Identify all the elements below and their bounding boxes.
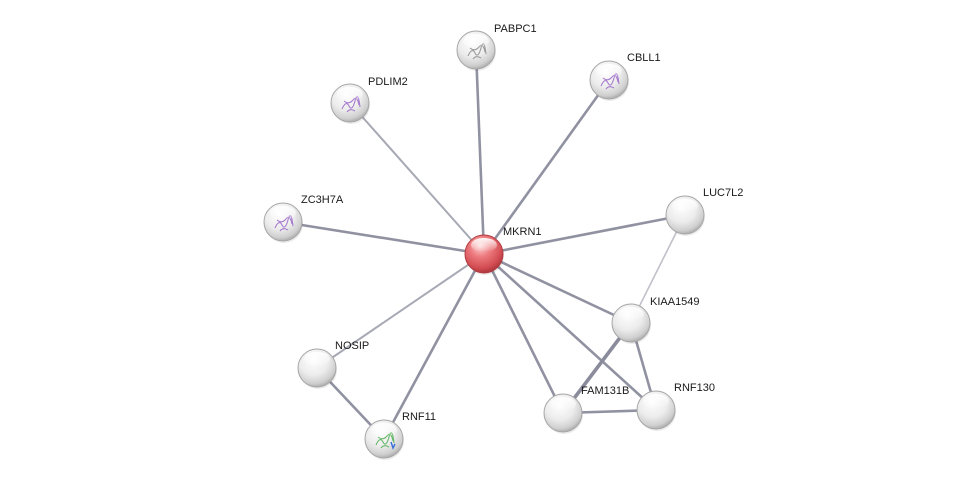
edge-mkrn1-rnf130[interactable]	[482, 252, 658, 412]
node-highlight	[463, 34, 489, 48]
green-structure-icon	[375, 432, 396, 450]
edge-mkrn1-cbll1[interactable]	[482, 78, 611, 256]
edge-mkrn1-zc3h7a[interactable]	[281, 220, 486, 256]
edge-luc7l2-kiaa1549[interactable]	[630, 214, 686, 324]
node-highlight	[371, 423, 397, 437]
edge-mkrn1-luc7l2[interactable]	[482, 213, 687, 256]
node-highlight	[304, 352, 330, 366]
edge-mkrn1-rnf11[interactable]	[382, 252, 486, 441]
node-nosip[interactable]: NOSIP	[297, 340, 369, 389]
node-label-pabpc1: PABPC1	[494, 23, 537, 35]
edge-mkrn1-kiaa1549[interactable]	[482, 252, 633, 325]
node-highlight	[550, 397, 576, 411]
edge-mkrn1-pabpc1[interactable]	[474, 48, 486, 256]
node-pdlim2[interactable]: PDLIM2	[330, 76, 408, 124]
node-highlight	[596, 64, 622, 78]
node-luc7l2[interactable]: LUC7L2	[665, 187, 743, 236]
edge-mkrn1-nosip[interactable]	[316, 253, 485, 369]
node-label-pdlim2: PDLIM2	[368, 76, 408, 88]
node-highlight	[471, 238, 497, 252]
node-label-rnf11: RNF11	[402, 411, 436, 423]
node-kiaa1549[interactable]: KIAA1549	[611, 296, 700, 344]
node-fam131b[interactable]: FAM131B	[543, 385, 629, 434]
node-mkrn1[interactable]: MKRN1	[464, 226, 542, 275]
node-label-cbll1: CBLL1	[627, 52, 661, 64]
node-highlight	[618, 307, 644, 321]
node-highlight	[643, 394, 669, 408]
node-highlight	[672, 199, 698, 213]
node-rnf130[interactable]: RNF130	[636, 382, 715, 431]
node-label-zc3h7a: ZC3H7A	[301, 194, 344, 206]
edge-mkrn1-fam131b[interactable]	[482, 252, 565, 415]
node-label-mkrn1: MKRN1	[503, 226, 542, 238]
edge-mkrn1-pdlim2[interactable]	[349, 102, 485, 255]
node-label-luc7l2: LUC7L2	[703, 187, 743, 199]
node-highlight	[337, 87, 363, 101]
node-label-rnf130: RNF130	[674, 382, 715, 394]
node-label-nosip: NOSIP	[335, 340, 369, 352]
node-highlight	[270, 206, 296, 220]
node-label-kiaa1549: KIAA1549	[650, 296, 700, 308]
node-label-fam131b: FAM131B	[581, 385, 629, 397]
node-cbll1[interactable]: CBLL1	[589, 52, 661, 101]
node-zc3h7a[interactable]: ZC3H7A	[263, 194, 344, 243]
node-rnf11[interactable]: RNF11	[364, 411, 436, 460]
node-pabpc1[interactable]: PABPC1	[456, 23, 537, 71]
